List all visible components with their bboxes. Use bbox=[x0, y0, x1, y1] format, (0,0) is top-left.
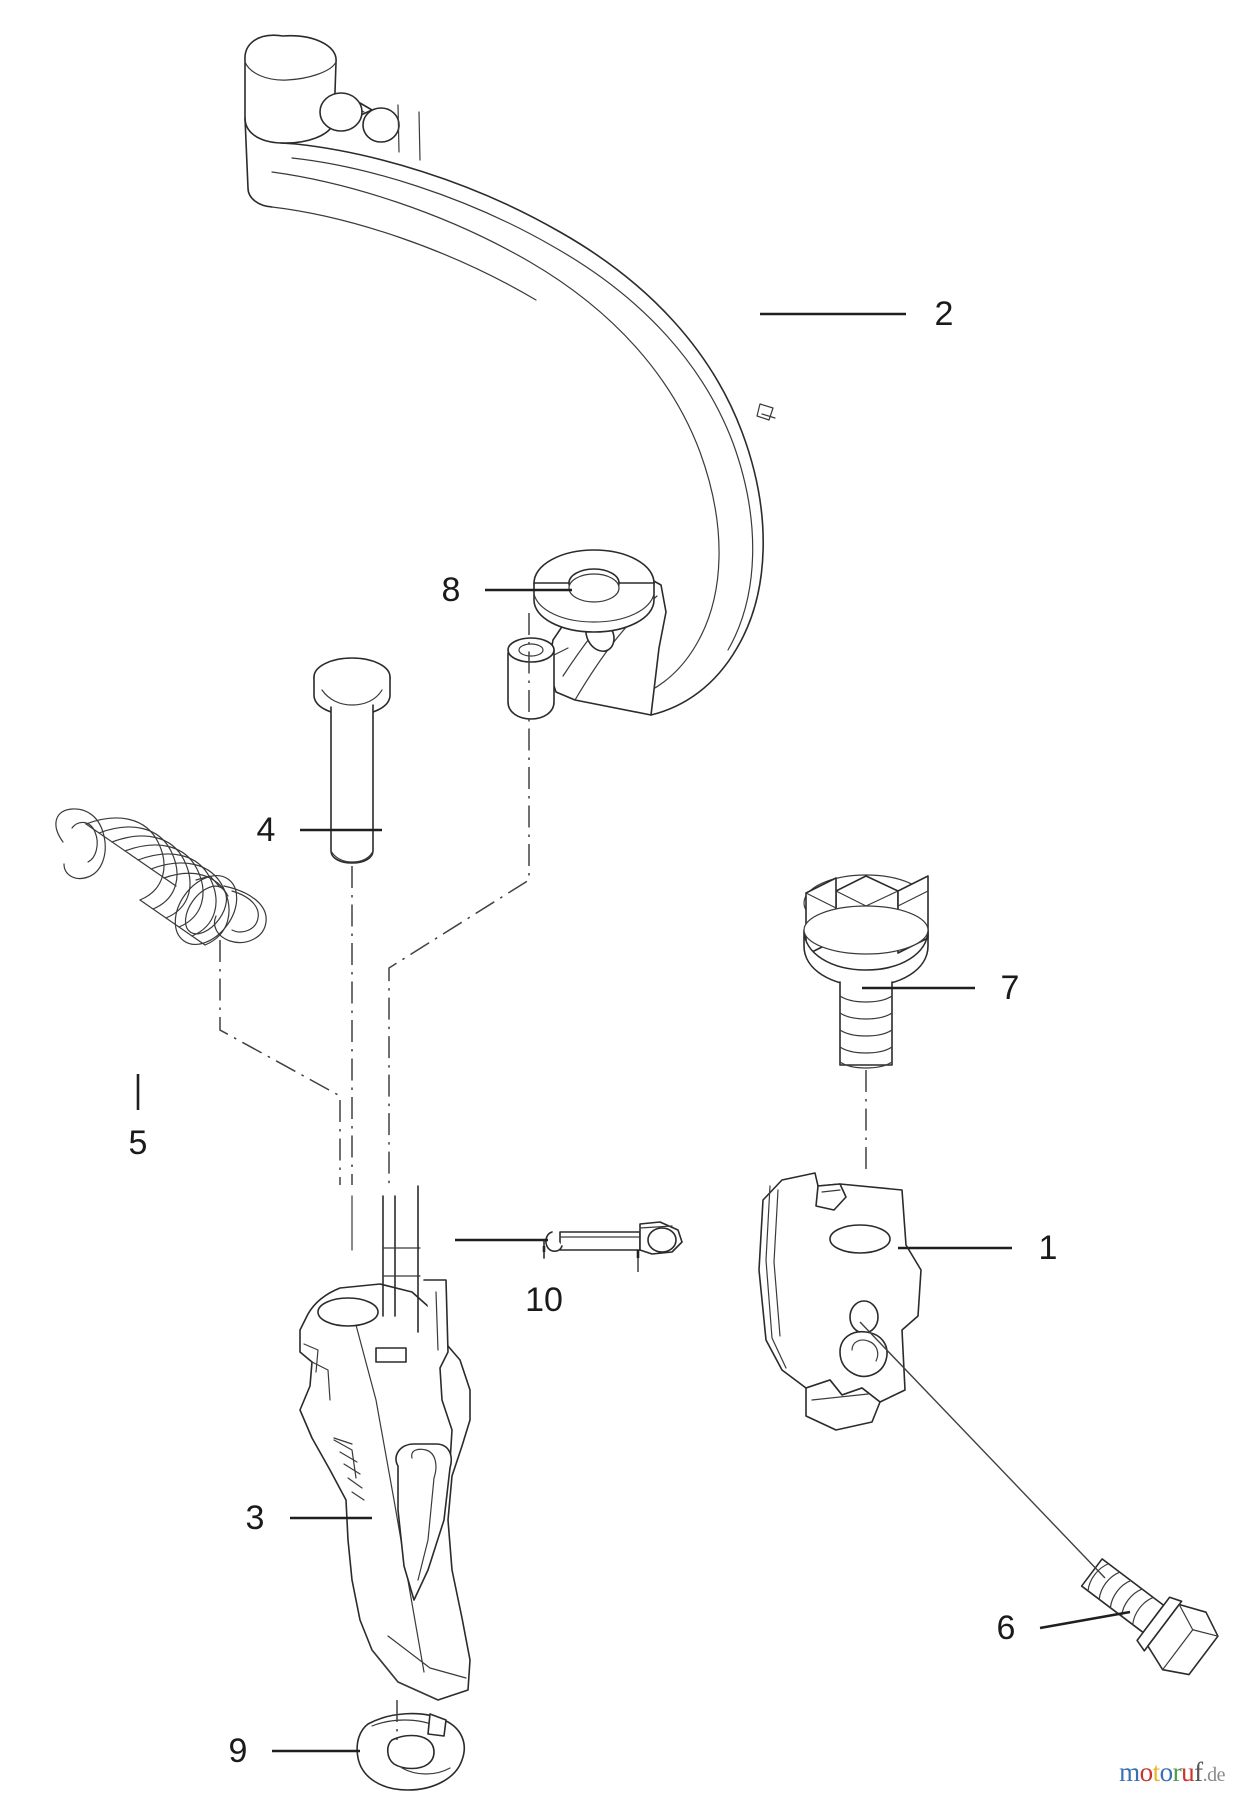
watermark-letter-o1: o bbox=[1139, 1757, 1154, 1787]
callout-number-9[interactable]: 9 bbox=[228, 1732, 248, 1770]
part-latch-lever bbox=[299, 1279, 471, 1701]
assembly-centerlines bbox=[219, 613, 1106, 1740]
callout-leader-lines bbox=[136, 312, 1131, 1753]
motoruf-watermark: motoruf.de bbox=[1119, 1757, 1225, 1788]
callout-number-7[interactable]: 7 bbox=[1000, 969, 1020, 1007]
callout-number-2[interactable]: 2 bbox=[934, 295, 954, 333]
part-bracket-right bbox=[758, 1172, 922, 1431]
callout-number-8[interactable]: 8 bbox=[441, 571, 461, 609]
watermark-letter-o2: o bbox=[1159, 1757, 1174, 1787]
callout-number-1[interactable]: 1 bbox=[1038, 1229, 1058, 1267]
watermark-letter-t: t bbox=[1152, 1757, 1161, 1787]
watermark-letter-m: m bbox=[1119, 1757, 1140, 1787]
part-e-clip-retaining-ring bbox=[356, 1712, 466, 1791]
part-hex-flange-screw bbox=[1080, 1558, 1219, 1676]
callout-number-4[interactable]: 4 bbox=[256, 811, 276, 849]
callout-number-6[interactable]: 6 bbox=[996, 1609, 1016, 1647]
watermark-letter-u: u bbox=[1181, 1757, 1195, 1787]
watermark-letter-r: r bbox=[1172, 1757, 1182, 1787]
callout-number-3[interactable]: 3 bbox=[245, 1499, 265, 1537]
part-brake-band-arm bbox=[244, 34, 776, 720]
part-cotter-pin bbox=[545, 1221, 683, 1255]
callout-number-10[interactable]: 10 bbox=[525, 1281, 563, 1319]
part-flat-washer bbox=[533, 549, 655, 633]
leader-6 bbox=[1039, 1610, 1131, 1630]
part-extension-spring bbox=[55, 808, 267, 946]
watermark-suffix: .de bbox=[1202, 1764, 1226, 1786]
watermark-letter-f: f bbox=[1194, 1757, 1203, 1787]
part-hex-flange-bolt bbox=[803, 874, 929, 1069]
part-clevis-pin bbox=[313, 657, 391, 864]
callout-number-5[interactable]: 5 bbox=[128, 1124, 148, 1162]
